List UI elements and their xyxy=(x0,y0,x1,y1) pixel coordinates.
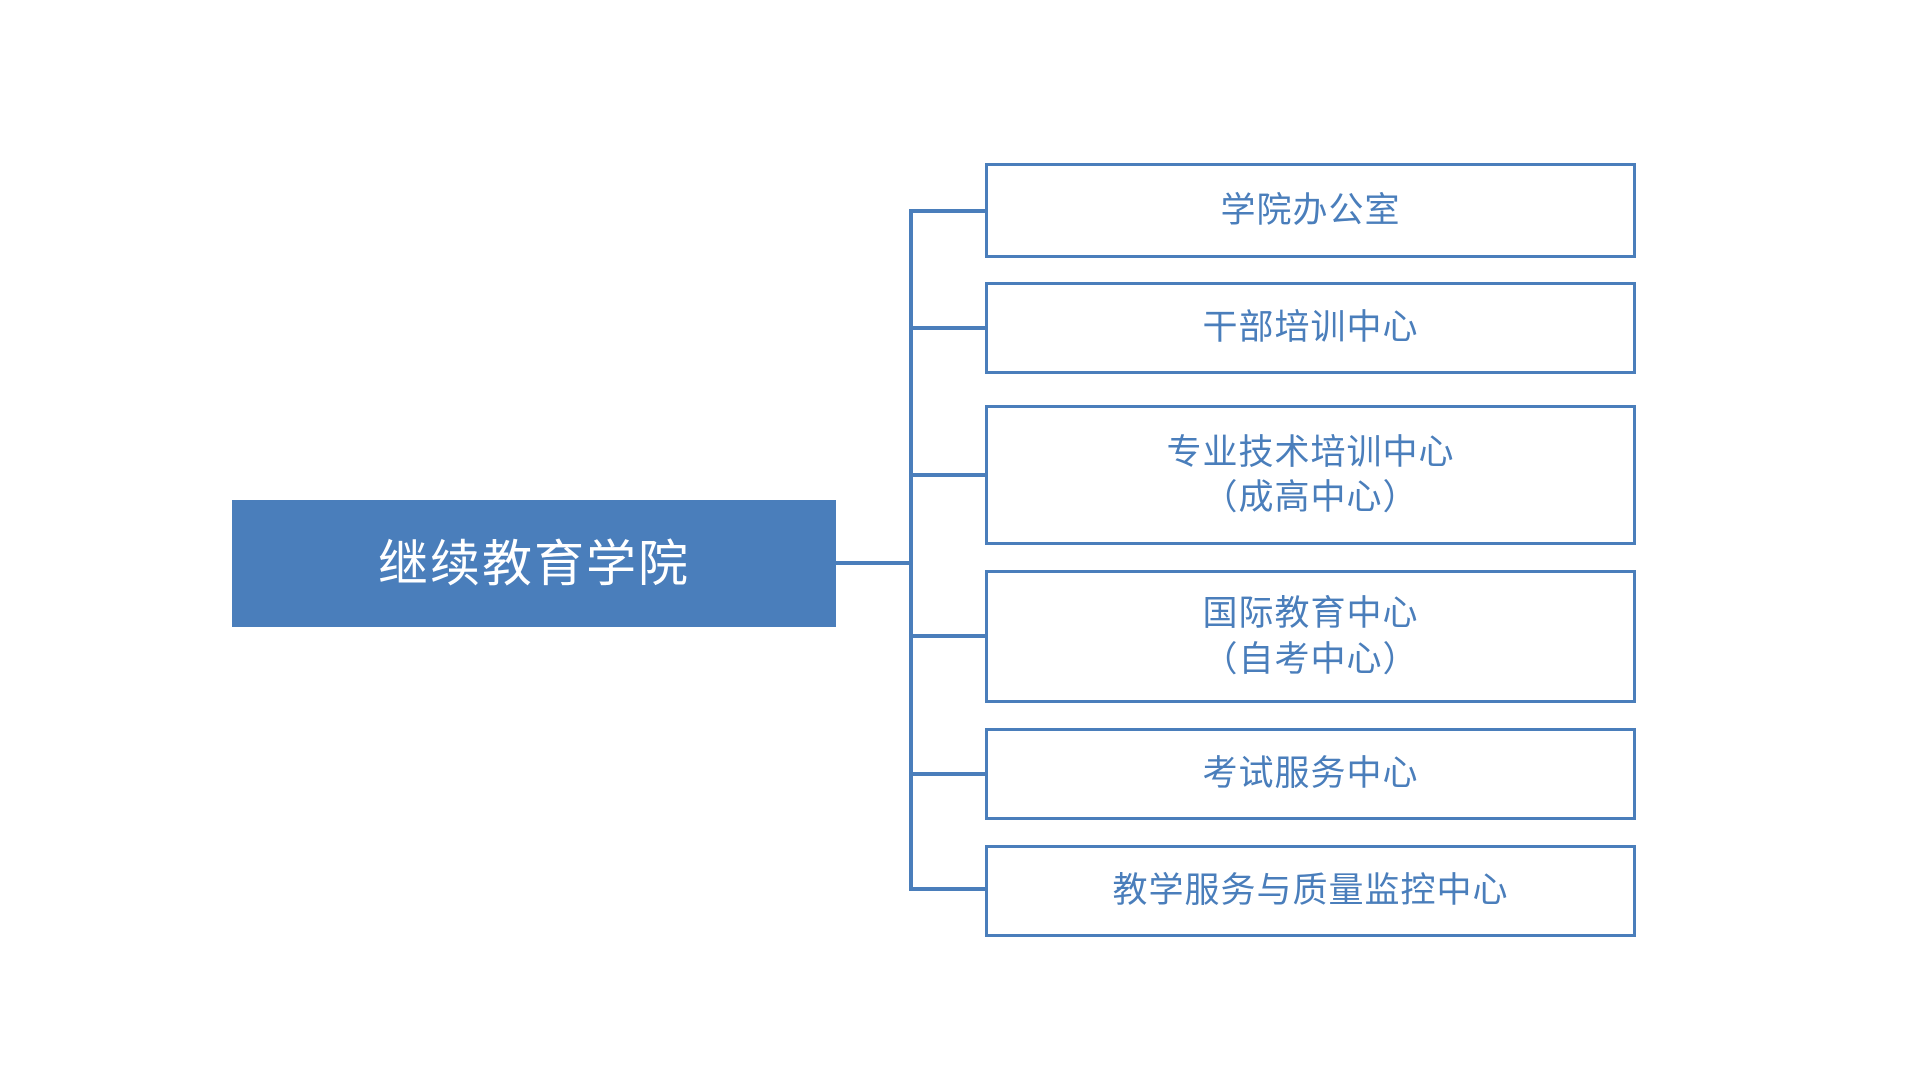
child-node-label: 学院办公室 xyxy=(1220,190,1401,230)
child-node-teaching-service-quality-monitoring-center[interactable]: 教学服务与质量监控中心 xyxy=(985,845,1636,937)
child-node-college-office[interactable]: 学院办公室 xyxy=(985,163,1636,258)
connector-branch-1 xyxy=(909,209,988,213)
root-node-continuing-education-college[interactable]: 继续教育学院 xyxy=(232,500,836,627)
child-node-cadre-training-center[interactable]: 干部培训中心 xyxy=(985,282,1636,374)
root-node-label: 继续教育学院 xyxy=(378,535,690,592)
connector-branch-6 xyxy=(909,887,988,891)
child-node-label: 教学服务与质量监控中心 xyxy=(1112,871,1509,911)
connector-branch-3 xyxy=(909,473,988,477)
child-node-international-education-center[interactable]: 国际教育中心 （自考中心） xyxy=(985,570,1636,703)
connector-branch-4 xyxy=(909,634,988,638)
child-node-professional-technical-training-center[interactable]: 专业技术培训中心 （成高中心） xyxy=(985,405,1636,545)
child-node-exam-service-center[interactable]: 考试服务中心 xyxy=(985,728,1636,820)
connector-vertical-trunk xyxy=(909,209,913,891)
child-node-label: 专业技术培训中心 （成高中心） xyxy=(1166,432,1455,518)
connector-branch-5 xyxy=(909,772,988,776)
connector-root-stub xyxy=(836,561,913,565)
child-node-label: 国际教育中心 （自考中心） xyxy=(1202,594,1419,679)
child-node-label: 干部培训中心 xyxy=(1202,308,1419,348)
child-node-label: 考试服务中心 xyxy=(1202,754,1419,794)
connector-branch-2 xyxy=(909,326,988,330)
